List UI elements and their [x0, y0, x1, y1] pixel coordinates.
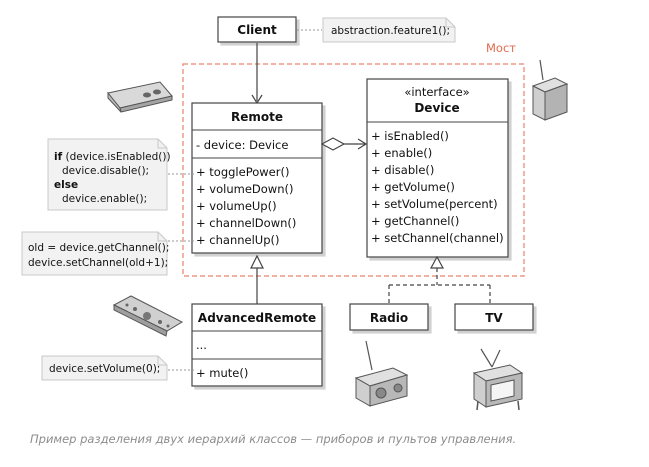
- toggle-note-line: device.disable();: [62, 165, 149, 177]
- realization-arrowhead: [429, 255, 445, 269]
- device-method: + setVolume(percent): [371, 197, 498, 211]
- tv-illustration: [472, 348, 524, 411]
- remote-method: + togglePower(): [196, 165, 289, 179]
- client-note-text: abstraction.feature1();: [331, 25, 450, 37]
- toggle-note-else: else: [54, 179, 78, 191]
- remote-method: + volumeUp(): [196, 199, 277, 213]
- device-method: + isEnabled(): [371, 129, 449, 143]
- bridge-boundary: [182, 63, 525, 277]
- advanced-remote-class: AdvancedRemote ... + mute(): [191, 303, 323, 387]
- inheritance-arrowhead: [250, 254, 264, 269]
- device-interface: «interface» Device + isEnabled() + enabl…: [366, 78, 509, 258]
- radio-title: Radio: [370, 311, 408, 325]
- client-note: abstraction.feature1();: [322, 17, 456, 43]
- aggregation-diamond: [320, 137, 346, 151]
- device-method: + enable(): [371, 146, 432, 160]
- device-realization: [388, 255, 491, 304]
- tv-title: TV: [485, 311, 503, 325]
- channel-up-note: old = device.getChannel(); device.setCha…: [21, 231, 169, 276]
- channel-note-line: old = device.getChannel();: [28, 242, 169, 254]
- remote-title: Remote: [231, 110, 283, 124]
- channel-note-line: device.setChannel(old+1);: [28, 257, 168, 269]
- svg-text:if (device.isEnabled()): if (device.isEnabled()): [54, 151, 171, 163]
- remote-method: + channelDown(): [196, 216, 296, 230]
- device-title: Device: [414, 101, 459, 115]
- remote-field: - device: Device: [196, 138, 288, 152]
- advanced-remote-title: AdvancedRemote: [198, 311, 316, 325]
- remote-class: Remote - device: Device + togglePower() …: [191, 102, 323, 254]
- device-box-illustration: [531, 59, 569, 121]
- remote-control-illustration: [107, 81, 173, 113]
- toggle-note-line: device.enable();: [62, 193, 147, 205]
- device-method: + getVolume(): [371, 180, 455, 194]
- remote-method: + volumeDown(): [196, 182, 293, 196]
- device-stereotype: «interface»: [404, 85, 469, 99]
- radio-illustration: [354, 340, 409, 407]
- client-title: Client: [237, 23, 277, 37]
- toggle-power-note: if (device.isEnabled()) device.disable()…: [47, 138, 171, 211]
- advanced-remote-field: ...: [196, 338, 207, 352]
- radio-box: [349, 303, 429, 331]
- device-method: + disable(): [371, 163, 434, 177]
- device-method: + getChannel(): [371, 214, 459, 228]
- mute-note: device.setVolume(0);: [41, 355, 168, 381]
- figure-caption: Пример разделения двух иерархий классов …: [30, 432, 516, 446]
- device-method: + setChannel(channel): [371, 231, 504, 245]
- advanced-remote-method: + mute(): [196, 366, 248, 380]
- remote-method: + channelUp(): [196, 233, 280, 247]
- tv-box: [454, 303, 534, 331]
- client-box: [217, 16, 297, 43]
- toggle-note-condition: (device.isEnabled()): [62, 151, 170, 163]
- toggle-note-if: if: [54, 151, 63, 163]
- aggregation-arrowhead: [357, 138, 368, 150]
- bridge-label: Мост: [486, 41, 516, 55]
- mute-note-text: device.setVolume(0);: [49, 363, 160, 375]
- advanced-remote-illustration: [112, 295, 184, 337]
